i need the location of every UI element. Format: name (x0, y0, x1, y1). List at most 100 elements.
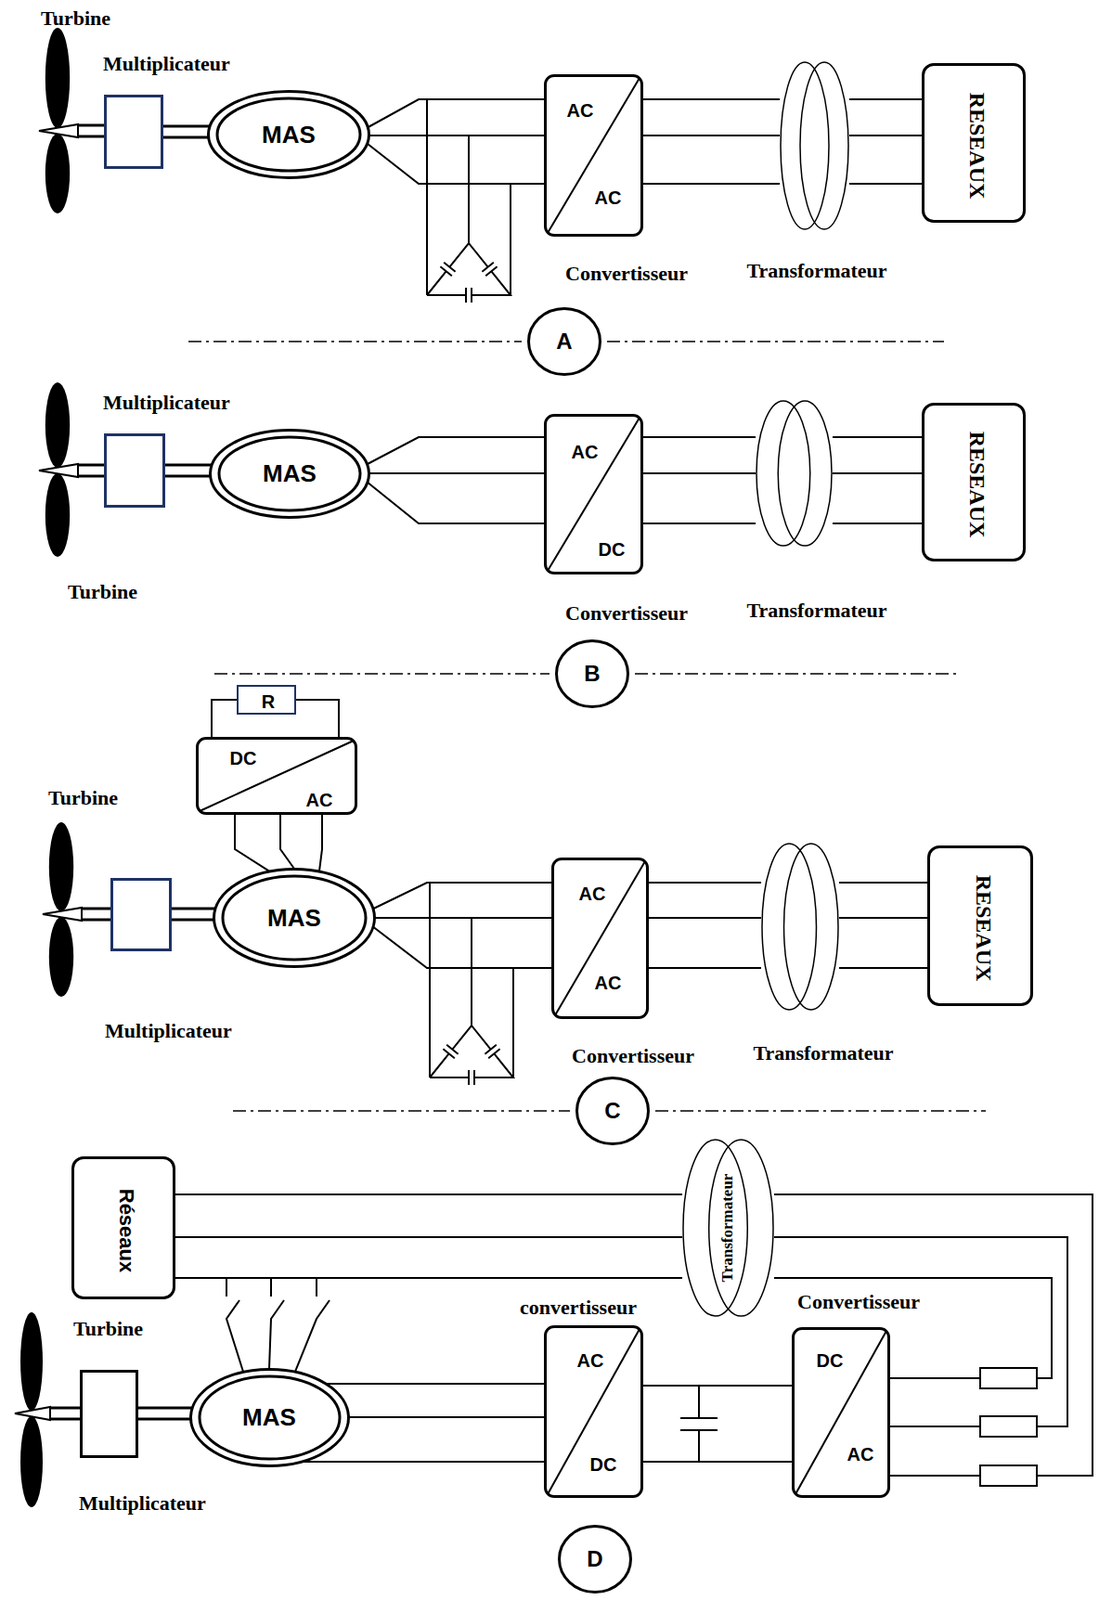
hub-nose (38, 124, 78, 138)
line-inductor (980, 1368, 1037, 1487)
label-text: MAS (261, 120, 316, 150)
capacitor-tap (429, 882, 514, 1078)
turbine: Turbine (40, 822, 82, 997)
wire-connector (832, 437, 922, 524)
wire-connector (175, 1194, 683, 1279)
winding (784, 843, 839, 1010)
wire-connector (165, 465, 212, 477)
hub-nose (38, 464, 78, 478)
label-text: Transformateur (752, 1041, 893, 1066)
converter-diagonal (555, 861, 646, 1016)
machine-inner (199, 1376, 340, 1460)
winding (709, 1139, 774, 1317)
label-text: R (261, 691, 275, 713)
hub-nose (14, 1407, 51, 1421)
winding (756, 400, 811, 546)
label-text: RESEAUX (970, 875, 996, 983)
winding (683, 1139, 748, 1317)
winding (800, 62, 849, 230)
turbine-outline (37, 27, 78, 214)
machine-outer (214, 869, 375, 968)
wire-connector (77, 465, 104, 477)
turbine-outline (37, 382, 78, 557)
gearbox-box-outline (106, 436, 163, 505)
label-text: Réseaux (114, 1189, 139, 1274)
gearbox-box-outline (106, 97, 161, 167)
capacitor-plate (442, 1045, 500, 1086)
dc-link-capacitor (680, 1385, 718, 1462)
label-text: Convertisseur (565, 261, 688, 286)
panel-letter: A (527, 307, 602, 376)
label-text: DC (230, 748, 258, 770)
transformer: Transformateur (682, 1138, 775, 1318)
label-text: Turbine (67, 580, 138, 605)
label-text: C (604, 1098, 621, 1125)
winding (777, 400, 832, 546)
blade (45, 133, 70, 214)
label-text: Convertisseur (565, 601, 688, 626)
turbine-outline (12, 1312, 51, 1508)
blade (49, 917, 74, 997)
label-text: Multiplicateur (104, 1019, 233, 1044)
turbine-outline (40, 822, 82, 997)
converter-box: DCAC (195, 736, 358, 815)
induction-machine: MAS (189, 1368, 350, 1468)
grid-box: RESEAUX (921, 402, 1026, 562)
wire-connector (171, 908, 216, 920)
transformer-outline (755, 400, 833, 547)
capacitor-plate (439, 262, 497, 303)
induction-machine: MAS (212, 867, 376, 969)
blade (45, 27, 70, 129)
gearbox-box: Multiplicateur (110, 878, 172, 952)
converter-box: ConvertisseurDCAC (791, 1327, 891, 1499)
resistor-box: R (236, 685, 297, 715)
label-text: AC (579, 883, 607, 906)
machine-inner (222, 876, 366, 960)
turbine: Turbine (37, 27, 78, 214)
winding (780, 62, 829, 230)
label-text: AC (847, 1444, 875, 1466)
blade (45, 473, 70, 557)
label-text: DC (816, 1350, 844, 1372)
letter-circle (559, 1526, 632, 1593)
converter-diagonal (547, 1329, 640, 1495)
label-text: DC (590, 1454, 618, 1476)
machine-outer (208, 91, 370, 179)
capacitor-delta (429, 1025, 514, 1086)
converter-box: convertisseurACDC (543, 1325, 644, 1499)
label-text: Multiplicateur (78, 1491, 207, 1516)
wire-connector (163, 126, 210, 138)
wire-connector (50, 1408, 80, 1420)
label-text: AC (594, 187, 622, 209)
gearbox-box-outline (82, 1372, 136, 1456)
converter-box-outline (546, 416, 641, 572)
label-text: B (583, 660, 600, 687)
label-text: Turbine (48, 786, 118, 811)
converter-box: ACACConvertisseur (543, 74, 644, 237)
capacitor-wire (426, 243, 511, 296)
transformer-outline (761, 842, 840, 1011)
label-text: Turbine (40, 6, 111, 31)
wire-connector (643, 1385, 792, 1462)
machine-outer (210, 430, 370, 518)
label-text: Transformateur (746, 258, 887, 284)
wire-connector (77, 125, 104, 137)
label-text: AC (567, 100, 595, 122)
turbine: Turbine (12, 1312, 51, 1508)
blade (49, 822, 74, 912)
label-text: Turbine (73, 1317, 143, 1342)
capacitor-symbol (680, 1385, 718, 1462)
label-text: Transformateur (746, 598, 887, 623)
wire-connector (81, 908, 111, 920)
label-text: MAS (262, 459, 317, 489)
machine-outer (191, 1370, 350, 1467)
grid-box: Réseaux (71, 1156, 176, 1300)
inductor-symbol (980, 1465, 1037, 1487)
wire-connector (849, 99, 922, 184)
label-text: AC (571, 441, 599, 464)
inductor-symbol (980, 1368, 1037, 1389)
label-text: Convertisseur (797, 1290, 920, 1315)
wire-connector (367, 437, 544, 524)
capacitor-delta (426, 243, 511, 303)
transformer-outline (779, 61, 850, 231)
